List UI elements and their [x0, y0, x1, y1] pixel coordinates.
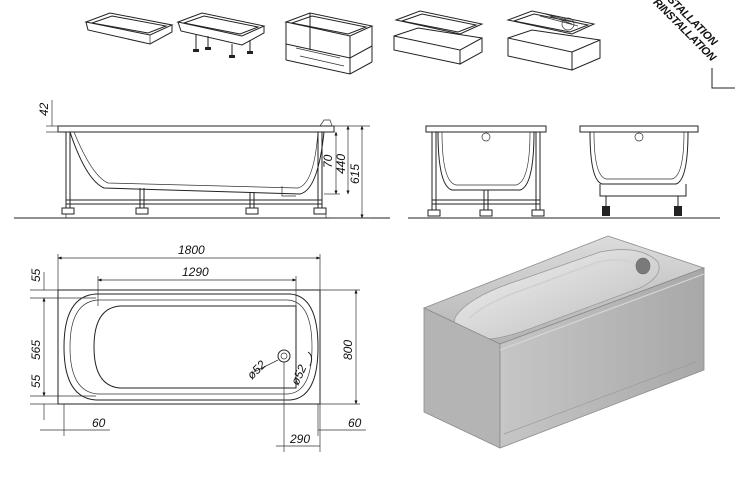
- plan-view: 1800 1290 55 565 55 800 60 60 290: [29, 243, 366, 452]
- corner-labels: STALLATION RINSTALLATION: [651, 0, 721, 65]
- dim-top-margin: 55: [29, 268, 43, 282]
- installation-option-panel-frame: [506, 10, 601, 71]
- dim-depth-low: 70: [321, 154, 335, 168]
- bathtub-3d-render: [422, 235, 706, 449]
- installation-option-panel: [393, 10, 484, 65]
- installation-option-frame: [284, 12, 374, 75]
- dim-drain: ø52: [244, 357, 269, 382]
- dim-left-offset: 60: [92, 416, 106, 430]
- dim-rim: 42: [37, 102, 51, 116]
- installation-option-legs: [176, 12, 266, 58]
- dim-right-offset: 60: [348, 416, 362, 430]
- dim-width: 800: [341, 340, 355, 360]
- dim-drain-offset: 290: [289, 432, 310, 446]
- installation-option-built-in: [84, 12, 174, 45]
- dim-length: 1800: [178, 243, 205, 257]
- dim-bottom-margin: 55: [29, 374, 43, 388]
- dim-total-height: 615: [348, 164, 362, 184]
- dim-overflow: ø52: [288, 362, 310, 387]
- corner-mark: [711, 68, 735, 89]
- end-elevation-legs: [579, 125, 699, 216]
- dim-inner-width: 565: [29, 340, 43, 360]
- end-elevation-frame: [425, 125, 547, 217]
- dim-depth: 440: [334, 154, 348, 174]
- dim-inner-length: 1290: [182, 265, 209, 279]
- side-elevation-view: 42 70 440 615: [14, 100, 720, 219]
